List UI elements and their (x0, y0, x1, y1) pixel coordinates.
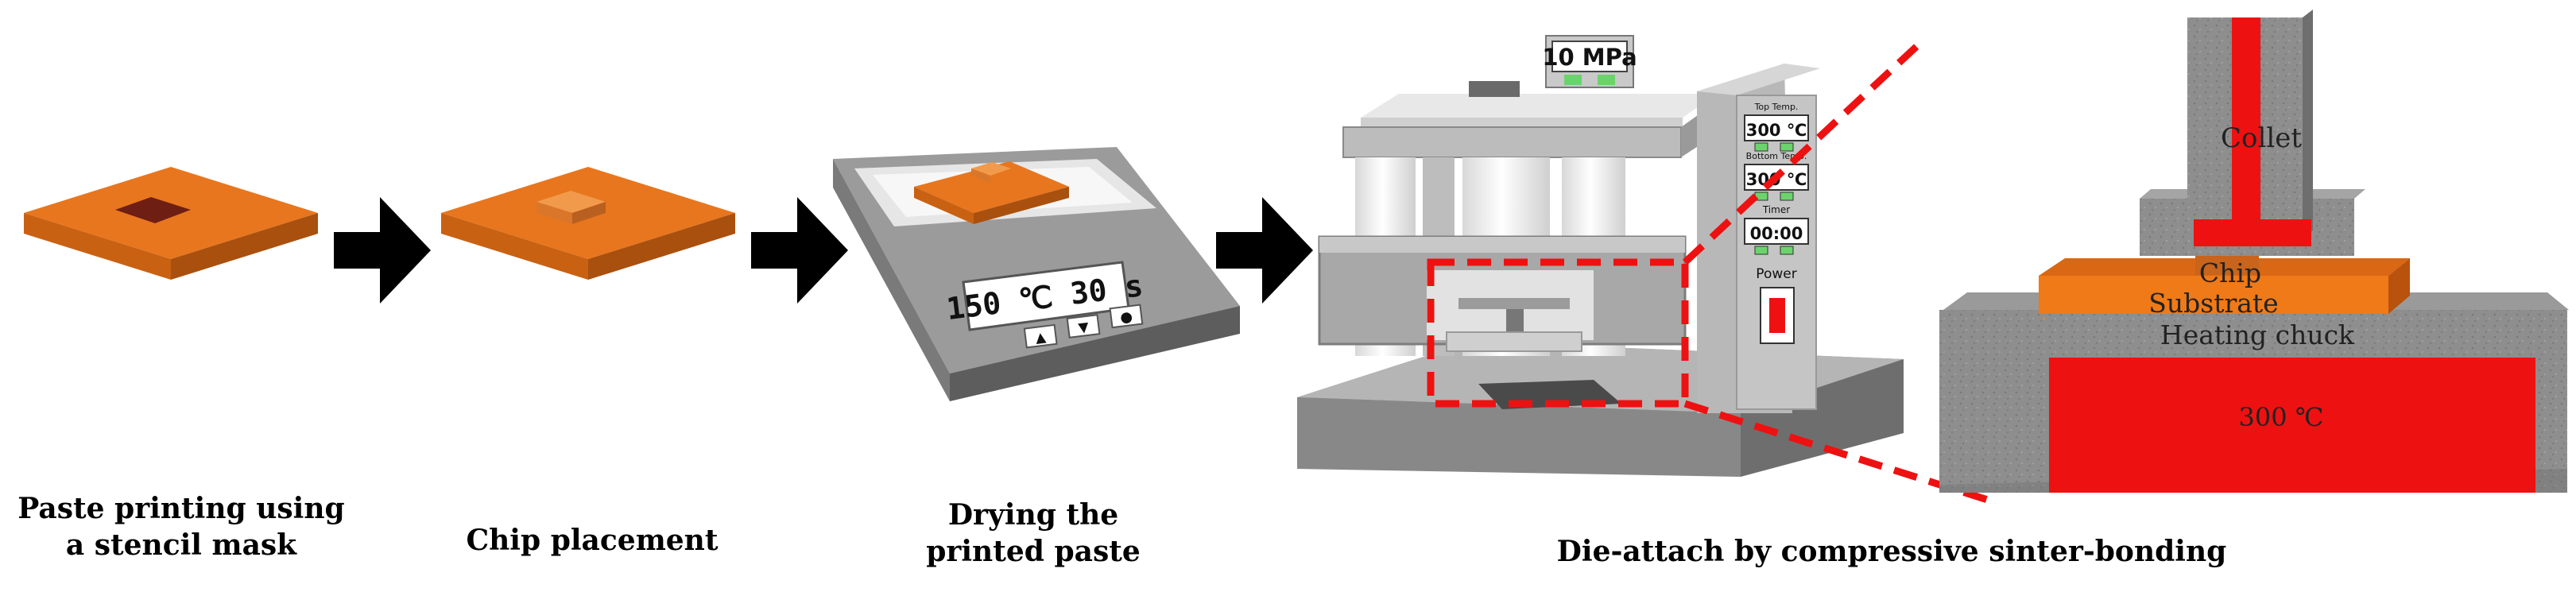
hotplate-stop-button[interactable] (1109, 304, 1144, 329)
substrate-label: Substrate (2148, 288, 2278, 319)
pressure-display (1551, 41, 1628, 72)
step1-caption-line1: Paste printing using (17, 492, 344, 525)
power-label: Power (1756, 266, 1796, 282)
top-temp-up-button[interactable] (1754, 142, 1768, 152)
top-temp-down-button[interactable] (1780, 142, 1794, 152)
zoom-line-top (1682, 41, 1923, 265)
hotplate-stop-button-label: ● (1119, 308, 1133, 327)
press-machine: 10 MPa Top Temp. 300 ℃ Bottom Temp. 300 … (1297, 35, 1997, 506)
top-temp-display (1744, 114, 1809, 141)
heating-chuck-label: Heating chuck (2160, 319, 2355, 350)
chuck-temp-label: 300 ℃ (2238, 402, 2323, 432)
pressure-gauge: 10 MPa (1542, 35, 1637, 88)
bottom-temp-down-button[interactable] (1780, 192, 1794, 201)
arrow-2 (751, 197, 848, 304)
hotplate-down-button-label: ▼ (1078, 319, 1090, 337)
printed-paste (115, 197, 191, 223)
top-temp-label: Top Temp. (1754, 102, 1799, 112)
timer-label: Timer (1762, 204, 1790, 215)
drying-chip (971, 162, 1011, 176)
arrow-3 (1216, 197, 1313, 304)
step2-chip-on-substrate (441, 167, 735, 280)
step3-caption-line1: Drying the (948, 498, 1118, 532)
collet-label: Collet (2221, 122, 2302, 154)
step4-caption: Die-attach by compressive sinter-bonding (1557, 535, 2227, 568)
hotplate: 150 ℃ 30 s ▲ ▼ ● (833, 147, 1240, 401)
pressure-down-button[interactable] (1598, 75, 1615, 85)
collet-vacuum-channel (2232, 17, 2260, 246)
chip-section (2195, 253, 2259, 275)
step1-substrate-with-paste (24, 167, 318, 280)
hotplate-down-button[interactable] (1066, 314, 1101, 339)
timer-display (1744, 218, 1809, 245)
chuck-heater (2049, 358, 2535, 493)
drying-substrate (914, 161, 1069, 213)
arrow-1 (334, 197, 431, 304)
pressure-up-button[interactable] (1564, 75, 1582, 85)
pressure-value: 10 MPa (1542, 44, 1637, 71)
substrate (2039, 276, 2388, 314)
chip-label: Chip (2199, 257, 2261, 288)
top-temp-value: 300 ℃ (1746, 121, 1807, 140)
top-plate (1342, 126, 1682, 158)
step2-caption: Chip placement (466, 524, 718, 557)
timer-value: 00:00 (1750, 224, 1803, 243)
hotplate-up-button[interactable] (1023, 323, 1058, 349)
timer-down-button[interactable] (1780, 246, 1794, 255)
hotplate-up-button-label: ▲ (1035, 329, 1048, 346)
step3-caption-line2: printed paste (926, 535, 1141, 568)
zoom-box (1427, 258, 1689, 408)
step1-caption-line2: a stencil mask (66, 528, 297, 562)
chip (537, 191, 606, 213)
closeup-cross-section (1939, 10, 2569, 493)
timer-up-button[interactable] (1754, 246, 1768, 255)
